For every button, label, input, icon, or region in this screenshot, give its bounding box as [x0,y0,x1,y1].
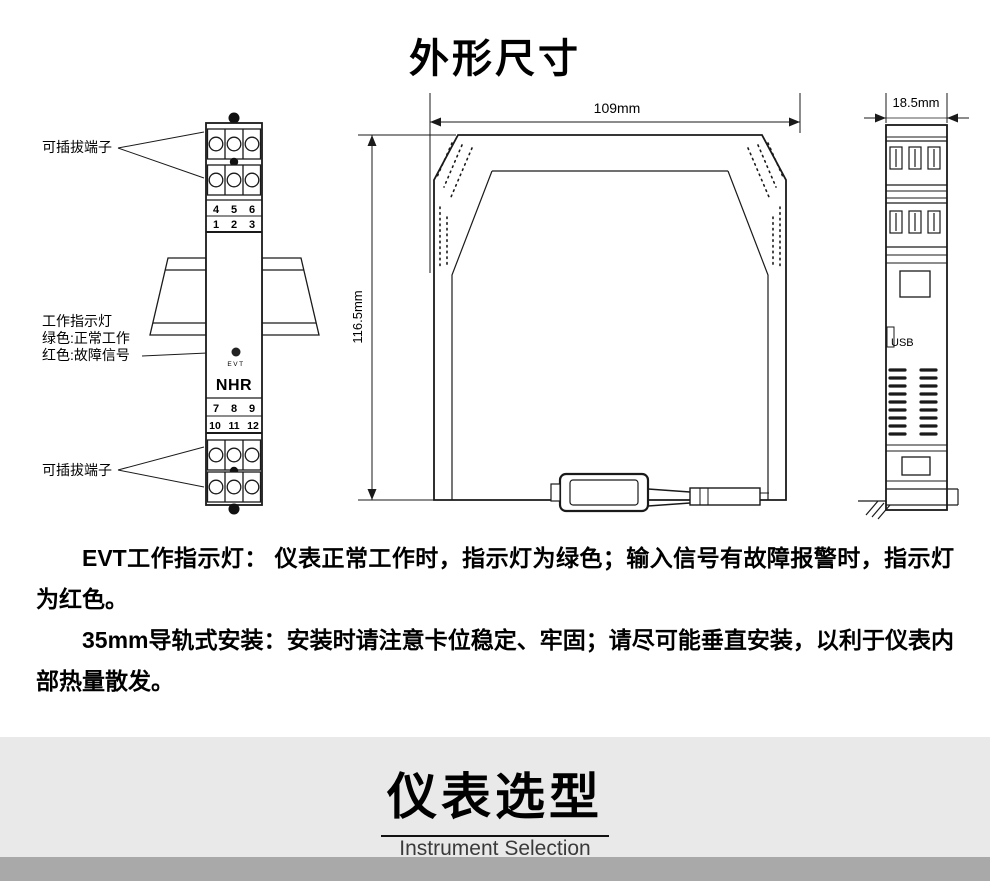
terminal-number: 11 [228,420,239,432]
end-terminal-bank-bottom [886,202,947,248]
terminal-number: 3 [249,219,255,231]
terminal-number: 7 [213,403,219,415]
indicator-red-label: 红色:故障信号 [42,347,130,363]
top-knob [228,112,240,124]
page-title: 外形尺寸 [409,37,581,81]
terminal-number: 1 [213,219,219,231]
bottom-terminal-block [206,439,262,503]
side-view-drawing [433,134,787,513]
end-terminal-bank-top [886,140,947,186]
note-paragraph-evt: EVT工作指示灯： 仪表正常工作时，指示灯为绿色；输入信号有故障报警时，指示灯为… [36,545,954,612]
section-subtitle: Instrument Selection [399,837,591,860]
height-dimension-label: 116.5mm [350,290,365,343]
rail-clip [858,488,959,520]
depth-dimension [864,93,969,123]
depth-dimension-label: 18.5mm [893,95,940,110]
usb-port [886,326,895,348]
brand-logo: NHR [216,377,252,394]
grip-texture-dots [436,142,784,268]
front-view-drawing [205,112,263,515]
indicator-label-block: 工作指示灯 绿色:正常工作 红色:故障信号 [42,313,130,364]
usb-label: USB [891,337,914,349]
section-banner: 仪表选型 Instrument Selection [0,737,990,881]
width-dimension-label: 109mm [594,100,641,116]
indicator-green-label: 绿色:正常工作 [42,330,130,346]
section-title: 仪表选型 [381,757,609,837]
terminal-number: 2 [231,219,237,231]
terminal-number: 4 [213,204,220,216]
bottom-terminal-label: 可插拔端子 [42,462,112,478]
terminal-number: 5 [231,204,237,216]
dimension-diagram: 4 5 6 1 2 3 EVT NHR 7 8 9 10 11 12 109mm [117,93,969,520]
evt-indicator-led [231,347,241,357]
evt-label: EVT [227,361,244,368]
terminal-number: 12 [247,420,259,432]
footer-divider-strip [0,857,990,881]
vent-slots [888,368,938,436]
terminal-number: 9 [249,403,255,415]
bottom-knob [228,503,240,515]
terminal-number: 10 [209,420,221,432]
note-paragraph-mounting: 35mm导轨式安装：安装时请注意卡位稳定、牢固；请尽可能垂直安装，以利于仪表内部… [36,627,954,694]
top-terminal-block [206,128,262,196]
terminal-number: 6 [249,204,255,216]
programming-plug [550,472,769,513]
terminal-number: 8 [231,403,237,415]
notes-section: EVT工作指示灯： 仪表正常工作时，指示灯为绿色；输入信号有故障报警时，指示灯为… [0,538,990,702]
indicator-label: 工作指示灯 [42,313,112,329]
end-view-drawing [858,124,959,520]
width-dimension [429,93,801,273]
top-terminal-label: 可插拔端子 [42,139,112,155]
height-dimension [358,134,456,501]
